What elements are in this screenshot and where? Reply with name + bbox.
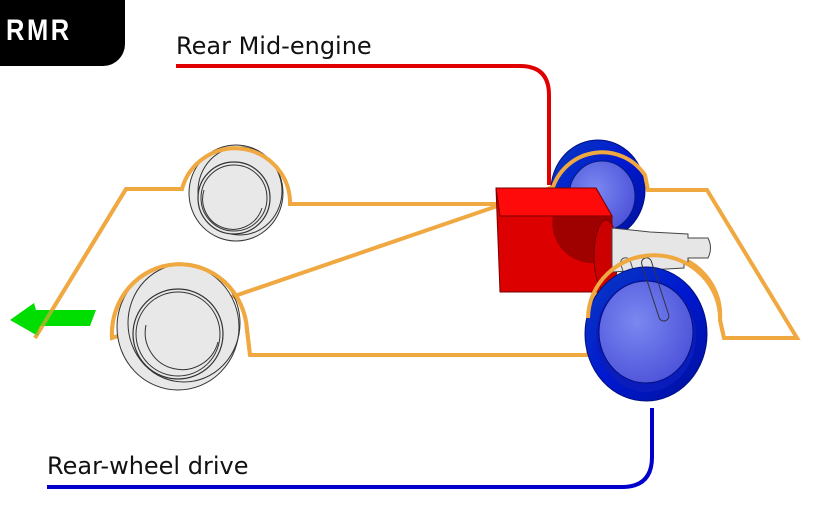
arrow-left-icon xyxy=(10,303,96,336)
rear-right-wheel xyxy=(584,257,708,402)
drive-type-label: Rear-wheel drive xyxy=(47,452,249,480)
engine-block xyxy=(495,187,619,293)
front-left-wheel xyxy=(188,144,284,242)
drive-callout-line xyxy=(47,408,654,489)
front-right-wheel xyxy=(116,263,241,391)
layout-badge: RMR xyxy=(0,0,125,66)
engine-callout-line xyxy=(176,64,551,185)
layout-code: RMR xyxy=(6,14,72,47)
engine-position-label: Rear Mid-engine xyxy=(176,32,372,60)
